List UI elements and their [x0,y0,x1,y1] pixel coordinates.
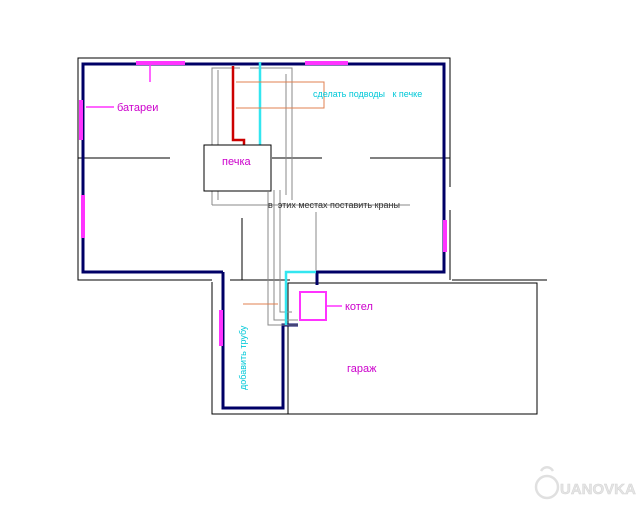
house-outer-wall [77,57,451,281]
boiler-label: котел [345,301,373,313]
extension-wall [211,282,288,415]
leader-connections [236,81,325,109]
connections-label: сделать подводы к печке [313,89,422,99]
leader-lines [236,81,325,305]
watermark: UANOVKA [534,466,636,500]
heating-loop [81,62,446,410]
radiators [79,61,447,346]
valves-label: в этих местах поставить краны [268,200,400,210]
radiator-leaders [86,65,151,108]
radiators-label: батареи [117,102,158,114]
stove-box [203,144,272,192]
cold-pipes [258,62,316,325]
garage-label: гараж [347,363,377,375]
add-pipe-label: добавить трубу [238,325,248,390]
cold-pipe-boiler [284,270,316,325]
extension-walls [211,282,538,415]
garage-wall [287,282,538,415]
watermark-logo-icon [534,466,560,500]
gray-pipe-8 [279,190,292,313]
gray-pipes [211,67,410,326]
gray-pipe-3 [250,67,293,200]
house-walls [77,57,547,281]
gray-pipe-7 [273,190,298,321]
gray-pipe-6 [267,192,298,326]
boiler-box [299,291,327,321]
watermark-text: UANOVKA [560,481,636,498]
heating-pipe-main [81,62,446,285]
stove-label: печка [222,156,251,168]
